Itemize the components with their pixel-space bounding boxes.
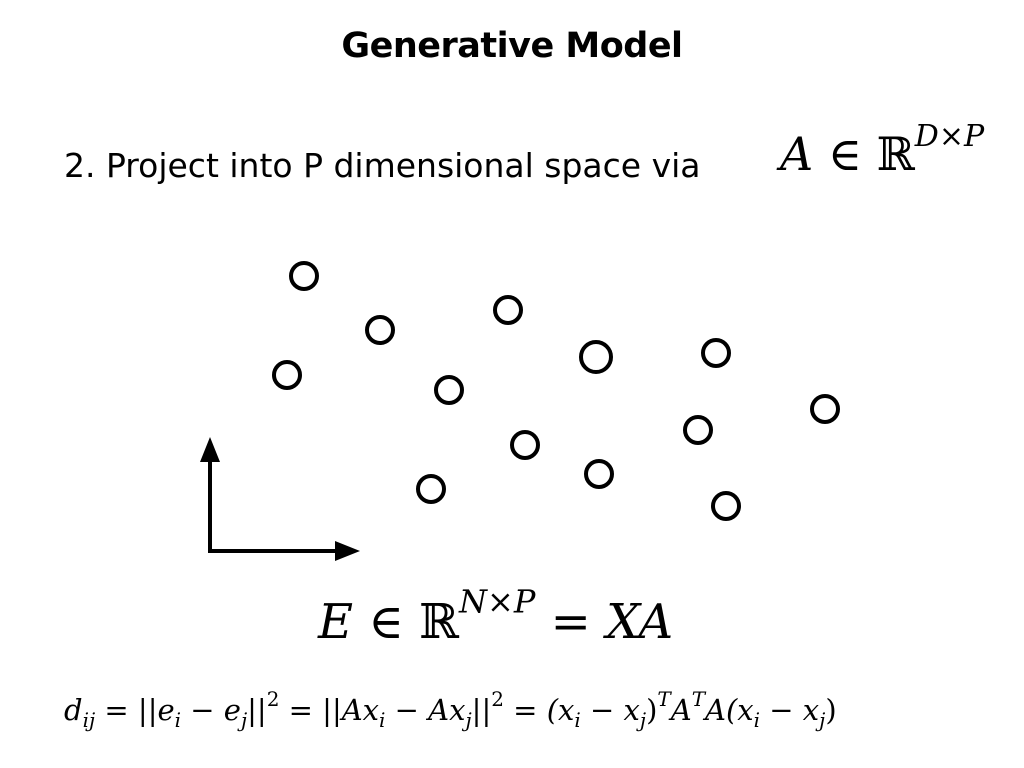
- matrix-a-symbol: A: [780, 127, 814, 181]
- slide-title: Generative Model: [341, 26, 683, 66]
- eq-text: − e: [181, 693, 241, 727]
- eq-sub: j: [465, 708, 472, 732]
- data-point: [510, 430, 540, 460]
- embedding-matrix-formula: E ∈ ℝN×P = XA: [318, 585, 674, 650]
- eq-sub: i: [379, 708, 386, 732]
- matrix-e-dims: N×P: [459, 582, 536, 621]
- element-of-symbol: ∈: [827, 127, 862, 181]
- data-point: [416, 474, 446, 504]
- data-point: [711, 491, 741, 521]
- matrix-e-symbol: E: [318, 594, 354, 650]
- eq-text: A(x: [705, 693, 754, 727]
- eq-text: ): [825, 693, 837, 727]
- eq-sub: i: [574, 708, 581, 732]
- data-point: [434, 375, 464, 405]
- x-axis-arrowhead: [335, 541, 360, 561]
- reals-symbol: ℝ: [876, 127, 915, 181]
- projection-matrix-formula: A ∈ ℝD×P: [780, 122, 984, 182]
- data-point: [683, 415, 713, 445]
- eq-sup: T: [657, 687, 671, 711]
- eq-text: ): [646, 693, 658, 727]
- y-axis-arrowhead: [200, 437, 220, 462]
- eq-text: − Ax: [385, 693, 466, 727]
- eq-sup: T: [691, 687, 706, 711]
- eq-text: A: [670, 693, 692, 727]
- eq-text: = (x: [503, 693, 575, 727]
- axes: [200, 437, 360, 561]
- embedding-rhs: = XA: [550, 594, 674, 650]
- eq-text: = ||Ax: [279, 693, 380, 727]
- data-point: [493, 295, 523, 325]
- element-of-symbol: ∈: [368, 594, 404, 650]
- data-point: [365, 315, 395, 345]
- eq-text: = ||e: [95, 693, 175, 727]
- eq-lhs: d: [64, 693, 83, 727]
- eq-text: ||: [471, 693, 492, 727]
- eq-sub: i: [174, 708, 182, 732]
- step-text: 2. Project into P dimensional space via: [64, 146, 701, 185]
- matrix-a-dims: D×P: [914, 119, 985, 154]
- eq-sub: i: [753, 708, 761, 732]
- eq-text: ||: [247, 693, 267, 727]
- eq-sub: j: [240, 708, 248, 732]
- data-point: [289, 261, 319, 291]
- data-point: [579, 340, 613, 374]
- data-point: [584, 459, 614, 489]
- eq-text: − x: [760, 693, 820, 727]
- data-point: [272, 360, 302, 390]
- eq-text: − x: [580, 693, 640, 727]
- eq-sub: j: [639, 708, 647, 732]
- data-point: [701, 338, 731, 368]
- eq-sup: 2: [491, 687, 504, 711]
- eq-sub: ij: [82, 708, 96, 732]
- data-points: [272, 261, 840, 521]
- distance-equation: dij = ||ei − ej||2 = ||Axi − Axj||2 = (x…: [64, 689, 837, 730]
- eq-sup: 2: [266, 687, 280, 711]
- eq-sub: j: [819, 708, 826, 732]
- reals-symbol: ℝ: [419, 594, 459, 650]
- data-point: [810, 394, 840, 424]
